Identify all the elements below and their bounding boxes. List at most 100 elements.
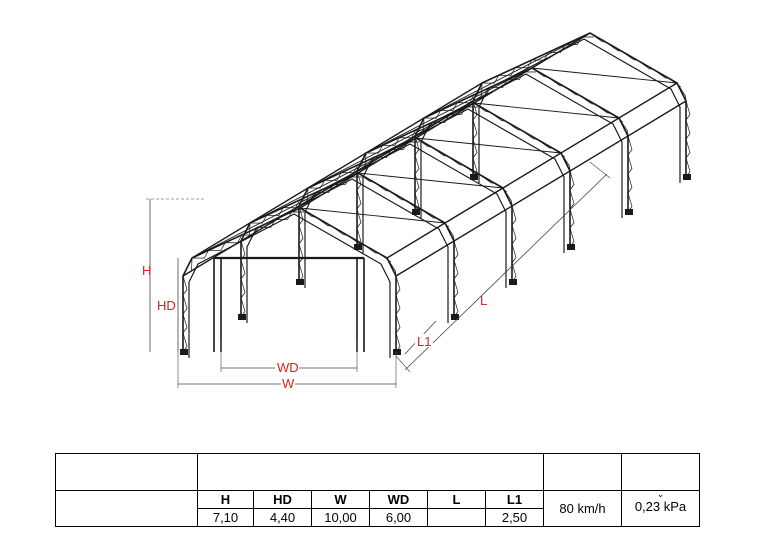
base-plate xyxy=(180,349,188,355)
spec-table: H HD W WD L L1 80 km/h ⌄ 0,23 kPa 7,10 4… xyxy=(55,453,700,527)
col-header-hd: HD xyxy=(253,490,312,509)
base-plate xyxy=(470,174,478,180)
truss-lacing xyxy=(423,71,537,119)
snow-load-icon: ⌄ xyxy=(656,488,665,499)
value-w: 10,00 xyxy=(311,508,370,527)
base-plate xyxy=(683,174,691,180)
value-hd: 4,40 xyxy=(253,508,312,527)
truss-frame-inner xyxy=(304,143,507,288)
base-plate xyxy=(625,209,633,215)
truss-lacing xyxy=(386,257,397,277)
truss-frames xyxy=(180,32,691,358)
bay-length-label: L1 xyxy=(417,334,431,349)
door-width-label-bg xyxy=(275,361,299,374)
height-label: H xyxy=(142,263,151,278)
truss-lacing xyxy=(365,106,479,154)
truss-lacing xyxy=(414,135,420,213)
truss-lacing xyxy=(240,222,251,242)
truss-lacing xyxy=(685,100,691,178)
width-label-bg xyxy=(281,377,295,390)
truss-lacing xyxy=(240,240,246,318)
truss-lacing xyxy=(298,187,309,207)
base-plate xyxy=(567,244,575,250)
truss-frame-inner xyxy=(362,108,565,253)
roof-brace xyxy=(415,137,562,154)
wind-load-text: 80 km/h xyxy=(559,501,606,516)
table-row-label-cell xyxy=(55,490,198,527)
bay-length-label-bg xyxy=(415,334,433,347)
length-label: L xyxy=(480,293,487,308)
truss-lacing xyxy=(473,102,566,158)
truss-lacing xyxy=(395,275,401,353)
base-plate xyxy=(296,279,304,285)
col-header-l: L xyxy=(427,490,486,509)
truss-lacing xyxy=(618,117,629,137)
truss-lacing xyxy=(307,141,421,189)
roof-brace xyxy=(357,172,504,189)
purlin xyxy=(191,82,483,259)
col-header-wd: WD xyxy=(369,490,428,509)
truss-lacing xyxy=(453,240,459,318)
truss-frame-inner xyxy=(246,178,449,323)
truss-lacing xyxy=(569,170,575,248)
truss-lacing xyxy=(472,100,478,178)
truss-lacing xyxy=(298,205,304,283)
truss-lacing xyxy=(676,82,687,102)
length-extension-rear xyxy=(589,161,611,179)
base-plate xyxy=(393,349,401,355)
truss-lacing xyxy=(472,82,483,102)
truss-lacing xyxy=(182,257,193,277)
truss-lacing xyxy=(589,32,682,88)
table-label-cell xyxy=(55,453,198,491)
value-l1: 2,50 xyxy=(485,508,544,527)
length-extension-front xyxy=(395,355,411,373)
truss-lacing xyxy=(531,67,624,123)
truss-lacing xyxy=(511,205,517,283)
roof-brace xyxy=(531,67,678,84)
value-h: 7,10 xyxy=(197,508,254,527)
col-header-h: H xyxy=(197,490,254,509)
wind-load-value: 80 km/h xyxy=(543,490,622,527)
truss-lacing xyxy=(299,207,392,263)
truss-frame-inner xyxy=(420,73,623,218)
col-header-w: W xyxy=(311,490,370,509)
truss-frame-inner xyxy=(188,213,391,358)
base-plate xyxy=(354,244,362,250)
snow-heading-cell xyxy=(621,453,700,491)
purlin xyxy=(386,82,678,259)
base-plate xyxy=(412,209,420,215)
truss-lacing xyxy=(414,117,425,137)
length-dimension-line xyxy=(404,173,608,371)
truss-lacing xyxy=(444,222,455,242)
truss-lacing xyxy=(356,152,367,172)
value-wd: 6,00 xyxy=(369,508,428,527)
roof-brace xyxy=(473,102,620,119)
truss-lacing xyxy=(502,187,513,207)
truss-lacing xyxy=(415,137,508,193)
truss-frame-inner xyxy=(478,38,681,183)
col-header-l1: L1 xyxy=(485,490,544,509)
base-plate xyxy=(238,314,246,320)
door-height-label: HD xyxy=(157,298,176,313)
table-dimensions-heading-cell xyxy=(197,453,544,491)
tent-frame-drawing: H HD WD W L L1 xyxy=(142,32,691,391)
roof-brace xyxy=(299,207,446,224)
truss-lacing xyxy=(481,36,595,84)
truss-lacing xyxy=(249,176,363,224)
dimension-lines: H HD WD W L L1 xyxy=(142,161,611,391)
base-plate xyxy=(451,314,459,320)
truss-lacing xyxy=(191,211,305,259)
truss-lacing xyxy=(182,275,188,353)
width-label: W xyxy=(282,376,295,391)
purlin xyxy=(395,100,687,277)
door-width-label: WD xyxy=(277,360,299,375)
snow-load-value: ⌄ 0,23 kPa xyxy=(621,488,700,527)
truss-lacing xyxy=(357,172,450,228)
truss-lacing xyxy=(356,170,362,248)
base-plate xyxy=(509,279,517,285)
truss-lacing xyxy=(627,135,633,213)
truss-lacing xyxy=(560,152,571,172)
value-l xyxy=(427,508,486,527)
wind-heading-cell xyxy=(543,453,622,491)
snow-load-text: 0,23 kPa xyxy=(634,498,687,514)
